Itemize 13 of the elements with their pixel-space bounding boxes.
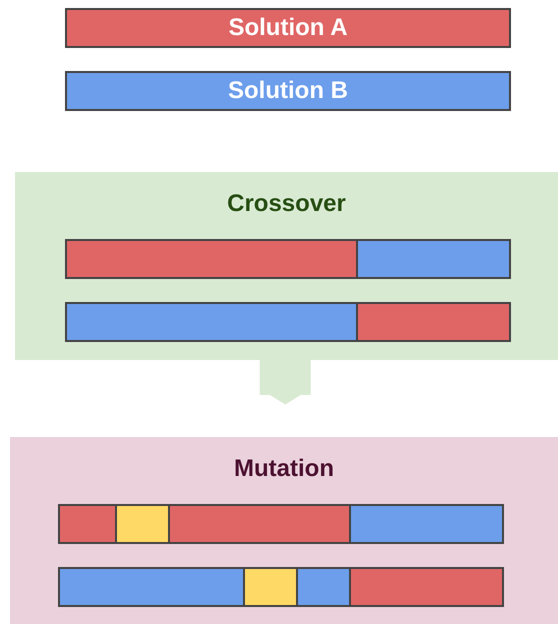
stage-panel xyxy=(15,172,558,360)
stage-heading: Crossover xyxy=(226,190,347,218)
gene-bar xyxy=(58,504,504,544)
solution-label: Solution A xyxy=(228,14,348,42)
solution-label: Solution B xyxy=(228,77,348,105)
stage-panel xyxy=(10,437,558,624)
solution-bar xyxy=(65,8,511,48)
solution-bar xyxy=(65,71,511,111)
stage-heading: Mutation xyxy=(233,455,335,483)
gene-bar xyxy=(58,567,504,607)
gene-bar xyxy=(65,239,511,279)
gene-bar xyxy=(65,302,511,342)
flow-arrow xyxy=(260,360,311,405)
